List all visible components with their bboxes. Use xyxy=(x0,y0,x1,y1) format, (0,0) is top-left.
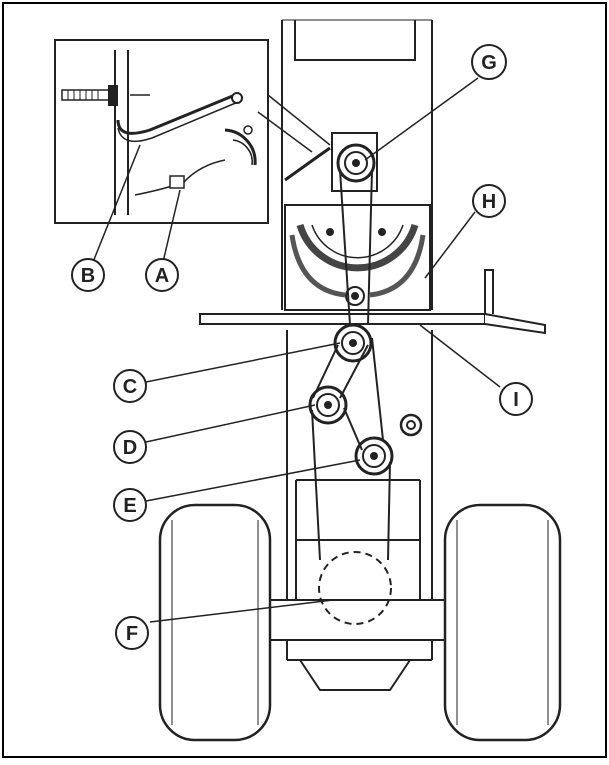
callout-b: B xyxy=(71,258,105,292)
callout-i: I xyxy=(499,382,533,416)
zoom-lines xyxy=(257,94,331,153)
callout-g: G xyxy=(471,44,507,80)
callout-e: E xyxy=(113,488,147,522)
belts xyxy=(311,169,391,561)
pulley-e xyxy=(354,436,394,476)
callout-a: A xyxy=(145,258,179,292)
callout-d-label: D xyxy=(123,437,137,459)
left-wheel xyxy=(158,503,272,742)
engine-pulley-dashed xyxy=(318,551,392,625)
pulley-d xyxy=(308,385,348,425)
callout-h-label: H xyxy=(482,191,496,213)
pulley-c xyxy=(333,323,373,363)
leader-lines xyxy=(92,77,501,623)
callout-a-label: A xyxy=(155,265,169,287)
cross-bar xyxy=(199,269,546,335)
upper-housing xyxy=(284,204,431,311)
pulley-g xyxy=(331,132,378,192)
callout-c: C xyxy=(113,369,147,403)
idler-small xyxy=(399,413,423,437)
callout-i-label: I xyxy=(513,389,519,411)
callout-e-label: E xyxy=(123,495,136,517)
right-wheel xyxy=(443,503,562,742)
callout-d: D xyxy=(113,430,147,464)
rod-main xyxy=(284,146,331,182)
detail-inset xyxy=(54,39,269,224)
callout-g-label: G xyxy=(481,52,497,74)
callout-f-label: F xyxy=(126,623,138,645)
callout-h: H xyxy=(472,184,506,218)
callout-b-label: B xyxy=(81,265,95,287)
callout-f: F xyxy=(115,616,149,650)
callout-c-label: C xyxy=(123,376,137,398)
